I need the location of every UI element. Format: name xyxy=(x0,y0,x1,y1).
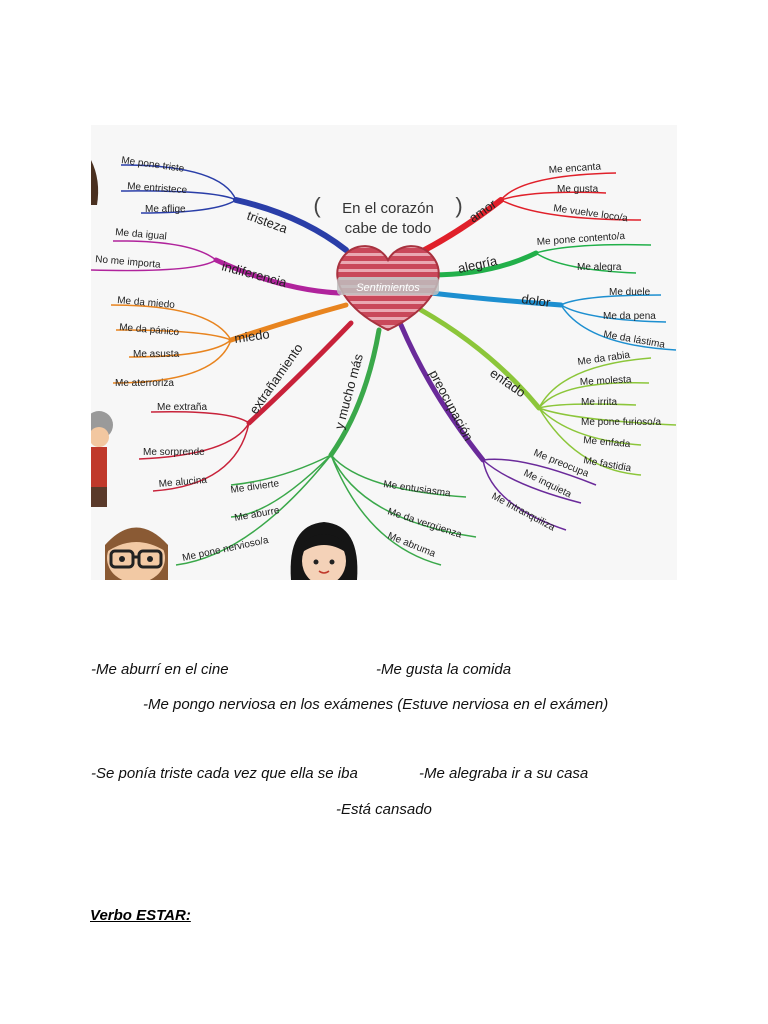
branch-item: Me enfada xyxy=(583,435,631,450)
title-line-2: cabe de todo xyxy=(345,220,432,237)
branch-label: miedo xyxy=(233,326,270,346)
branch-label: dolor xyxy=(521,291,552,310)
example-line-cansado: -Está cansado xyxy=(336,801,432,818)
branch-item: Me entristece xyxy=(127,181,188,196)
branch-item: Me encanta xyxy=(548,161,601,176)
example-line-alegraba: -Me alegraba ir a su casa xyxy=(419,765,589,782)
sentimientos-mind-map: ( ) En el corazón cabe de todo tristeza … xyxy=(91,125,677,580)
branch-dolor: dolor Me duele Me da pena Me da lástima xyxy=(428,287,677,351)
mindmap-title: ( ) En el corazón cabe de todo xyxy=(313,193,462,237)
svg-text:): ) xyxy=(455,193,462,218)
character-left-top-illustration xyxy=(91,160,99,205)
branch-item: Me molesta xyxy=(580,374,633,388)
title-line-1: En el corazón xyxy=(342,200,434,217)
verbo-estar-heading: Verbo ESTAR: xyxy=(90,907,191,924)
branch-item: Me pone furioso/a xyxy=(581,417,661,428)
branch-item: Me alegra xyxy=(577,262,622,273)
girl-illustration xyxy=(290,522,358,580)
example-line-aburri: -Me aburrí en el cine xyxy=(91,661,229,678)
center-heart: Sentimientos xyxy=(336,245,440,332)
branch-item: Me da pánico xyxy=(119,322,180,338)
branch-item: Me sorprende xyxy=(143,447,205,458)
example-line-nerviosa: -Me pongo nerviosa en los exámenes (Estu… xyxy=(143,696,609,713)
example-line-triste: -Se ponía triste cada vez que ella se ib… xyxy=(91,765,358,782)
grandmother-illustration xyxy=(91,411,113,507)
branch-item: Me asusta xyxy=(133,349,180,360)
branch-miedo: miedo Me da miedo Me da pánico Me asusta… xyxy=(110,295,349,389)
boy-with-glasses-illustration xyxy=(105,527,168,580)
svg-text:(: ( xyxy=(313,193,321,218)
branch-item: Me aflige xyxy=(145,204,186,215)
branch-item: Me da igual xyxy=(115,227,167,242)
branch-alegria: alegría Me pone contento/a Me alegra xyxy=(428,231,652,278)
branch-item: Me da pena xyxy=(603,311,656,322)
branch-item: Me extraña xyxy=(157,402,207,413)
example-line-gusta: -Me gusta la comida xyxy=(376,661,512,678)
branch-item: Me gusta xyxy=(557,184,599,195)
branch-item: Me duele xyxy=(609,287,651,298)
branch-item: Me aterroriza xyxy=(115,378,174,389)
branch-item: Me da miedo xyxy=(117,295,176,311)
branch-item: Me irrita xyxy=(581,397,618,408)
center-label: Sentimientos xyxy=(356,282,420,294)
branch-item: Me alucina xyxy=(158,475,208,490)
